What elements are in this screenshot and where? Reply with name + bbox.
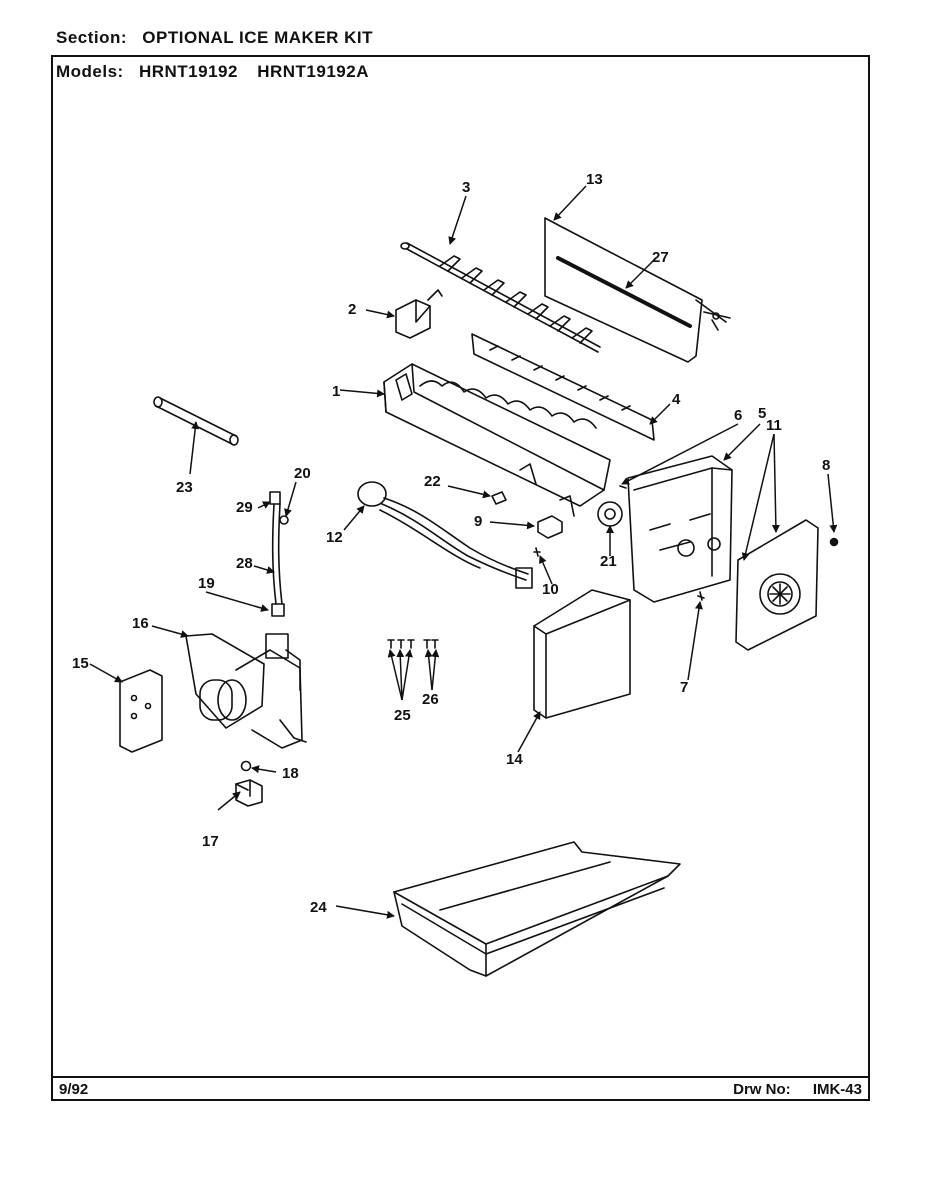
- stripper-part: [471, 333, 655, 441]
- callout-9: 9: [474, 513, 482, 530]
- water-valve-part: [185, 633, 307, 749]
- callout-6: 6: [734, 407, 742, 424]
- callout-17: 17: [202, 833, 219, 850]
- ejector-shaft-part: [400, 242, 601, 353]
- callout-3: 3: [462, 179, 470, 196]
- bearing-part: [395, 289, 443, 339]
- callout-26: 26: [422, 691, 439, 708]
- callout-11: 11: [766, 417, 782, 434]
- callout-10: 10: [542, 581, 559, 598]
- shutoff-arm-cover-part: [544, 217, 731, 363]
- callout-2: 2: [348, 301, 356, 318]
- callout-12: 12: [326, 529, 343, 546]
- callout-16: 16: [132, 615, 149, 632]
- drawing-number: Drw No: IMK-43: [733, 1081, 862, 1098]
- callout-15: 15: [72, 655, 89, 672]
- thermostat-part: [533, 515, 563, 557]
- motor-cover-part: [735, 519, 819, 651]
- control-housing-part: [619, 455, 733, 603]
- model-number-1: HRNT19192: [138, 62, 238, 81]
- model-number-2: HRNT19192A: [257, 62, 369, 81]
- callout-25: 25: [394, 707, 411, 724]
- screw-set-part: [387, 639, 439, 649]
- callout-14: 14: [506, 751, 523, 768]
- callout-23: 23: [176, 479, 193, 496]
- callout-8: 8: [822, 457, 830, 474]
- callout-13: 13: [586, 171, 603, 188]
- callout-29: 29: [236, 499, 253, 516]
- callout-18: 18: [282, 765, 299, 782]
- insulation-block-part: [533, 589, 631, 719]
- callout-5: 5: [758, 405, 766, 422]
- drive-gear-part: [597, 501, 623, 527]
- valve-bracket-part: [119, 669, 163, 753]
- fill-tube-part: [153, 396, 239, 446]
- callout-19: 19: [198, 575, 215, 592]
- valve-nut-part: [240, 760, 252, 772]
- callout-labels: 1 2 3 4 5 6 7 8 9 10 11 12 13 14 15 16 1…: [72, 171, 830, 916]
- cover-screw-part: [829, 537, 839, 547]
- callout-22: 22: [424, 473, 441, 490]
- callout-20: 20: [294, 465, 311, 482]
- leader-arrows: [89, 185, 838, 919]
- callout-28: 28: [236, 555, 253, 572]
- diagram-frame: 9/92 Drw No: IMK-43: [51, 55, 870, 1101]
- models-line: Models: HRNT19192 HRNT19192A: [56, 62, 383, 82]
- callout-24: 24: [310, 899, 327, 916]
- section-title: Section: OPTIONAL ICE MAKER KIT: [56, 28, 373, 48]
- callout-21: 21: [600, 553, 617, 570]
- valve-fitting-part: [235, 779, 263, 807]
- wire-clip-part: [491, 491, 507, 505]
- drawing-number-value: IMK-43: [812, 1081, 862, 1098]
- section-label: Section:: [56, 28, 128, 47]
- section-value: OPTIONAL ICE MAKER KIT: [142, 28, 374, 47]
- callout-4: 4: [672, 391, 681, 408]
- ice-mold-part: [383, 363, 611, 517]
- models-label: Models:: [56, 62, 124, 81]
- wiring-harness-part: [357, 481, 533, 589]
- housing-screw-part: [697, 591, 705, 601]
- ice-bin-part: [393, 841, 681, 977]
- revision-date: 9/92: [59, 1081, 89, 1098]
- water-tube-part: [269, 491, 289, 617]
- callout-1: 1: [332, 383, 340, 400]
- callout-7: 7: [680, 679, 688, 696]
- callout-27: 27: [652, 249, 669, 266]
- footer-divider: [53, 1076, 868, 1078]
- drawing-number-label: Drw No:: [733, 1081, 791, 1098]
